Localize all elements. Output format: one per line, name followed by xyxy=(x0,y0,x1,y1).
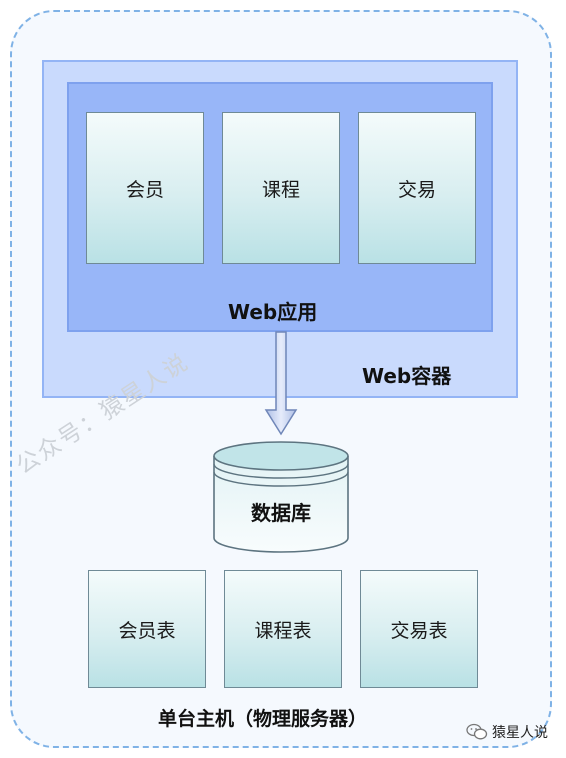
chat-bubbles-icon xyxy=(466,723,488,740)
module-label: 交易 xyxy=(397,178,436,201)
database-cylinder-icon xyxy=(213,441,349,553)
module-trade: 交易 xyxy=(358,112,476,264)
database-label: 数据库 xyxy=(251,501,311,525)
web-app-label: Web应用 xyxy=(228,300,318,324)
table-member: 会员表 xyxy=(88,570,206,688)
web-container-label: Web容器 xyxy=(362,364,452,388)
account-badge: 猿星人说 xyxy=(466,722,548,742)
module-label: 课程 xyxy=(261,178,300,201)
table-course: 课程表 xyxy=(224,570,342,688)
table-trade: 交易表 xyxy=(360,570,478,688)
table-label: 课程表 xyxy=(254,619,312,642)
badge-text: 猿星人说 xyxy=(492,725,548,741)
table-label: 会员表 xyxy=(118,619,176,642)
module-member: 会员 xyxy=(86,112,204,264)
down-arrow-icon xyxy=(264,331,298,436)
table-label: 交易表 xyxy=(390,619,448,642)
module-course: 课程 xyxy=(222,112,340,264)
host-label: 单台主机（物理服务器） xyxy=(158,708,368,730)
module-label: 会员 xyxy=(125,178,164,201)
